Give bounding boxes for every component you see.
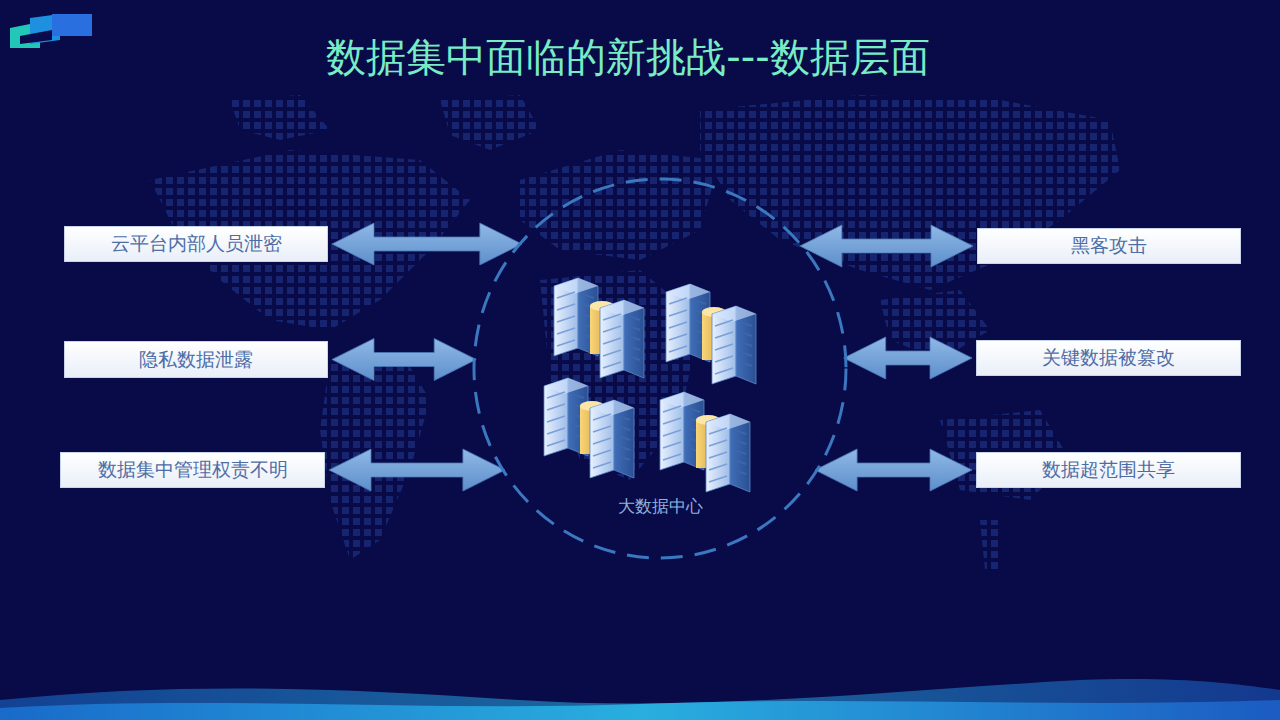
box-label: 云平台内部人员泄密 bbox=[111, 231, 282, 257]
risk-box: 数据集中管理权责不明 bbox=[60, 452, 325, 488]
box-label: 关键数据被篡改 bbox=[1042, 345, 1175, 371]
box-label: 隐私数据泄露 bbox=[139, 347, 253, 373]
center-label: 大数据中心 bbox=[472, 495, 848, 518]
title: 数据集中面临的新挑战---数据层面 bbox=[0, 30, 1256, 85]
risk-box: 隐私数据泄露 bbox=[64, 341, 328, 378]
box-label: 黑客攻击 bbox=[1071, 233, 1147, 259]
box-label: 数据超范围共享 bbox=[1042, 457, 1175, 483]
double-arrow bbox=[815, 449, 972, 491]
double-arrow bbox=[332, 223, 522, 265]
double-arrow bbox=[332, 339, 476, 381]
risk-box: 云平台内部人员泄密 bbox=[64, 226, 328, 262]
risk-box: 数据超范围共享 bbox=[976, 452, 1241, 488]
double-arrow bbox=[844, 337, 972, 379]
risk-box: 黑客攻击 bbox=[977, 228, 1241, 264]
data-center-circle: 大数据中心 bbox=[472, 177, 848, 560]
box-label: 数据集中管理权责不明 bbox=[98, 457, 288, 483]
double-arrow bbox=[329, 449, 505, 491]
double-arrow bbox=[800, 225, 973, 267]
risk-box: 关键数据被篡改 bbox=[976, 340, 1241, 376]
